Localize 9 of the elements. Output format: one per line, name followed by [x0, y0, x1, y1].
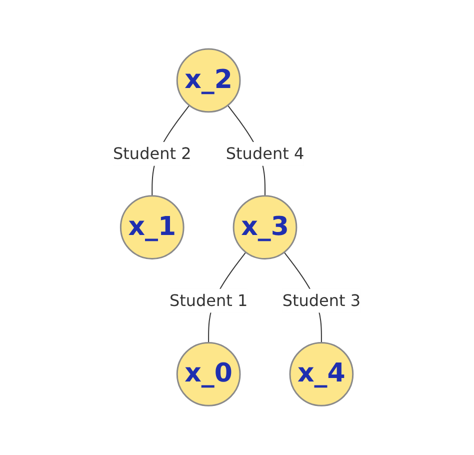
- node-circle: x_2: [176, 48, 241, 113]
- edge-label: Student 2: [113, 144, 192, 164]
- node-circle: x_0: [176, 342, 241, 407]
- edge-label: Student 1: [170, 290, 248, 310]
- edge-label: Student 4: [226, 144, 304, 164]
- node-circle: x_3: [233, 195, 298, 260]
- edge-label: Student 3: [282, 290, 361, 310]
- node-circle: x_4: [289, 342, 354, 407]
- node-circle: x_1: [120, 195, 185, 260]
